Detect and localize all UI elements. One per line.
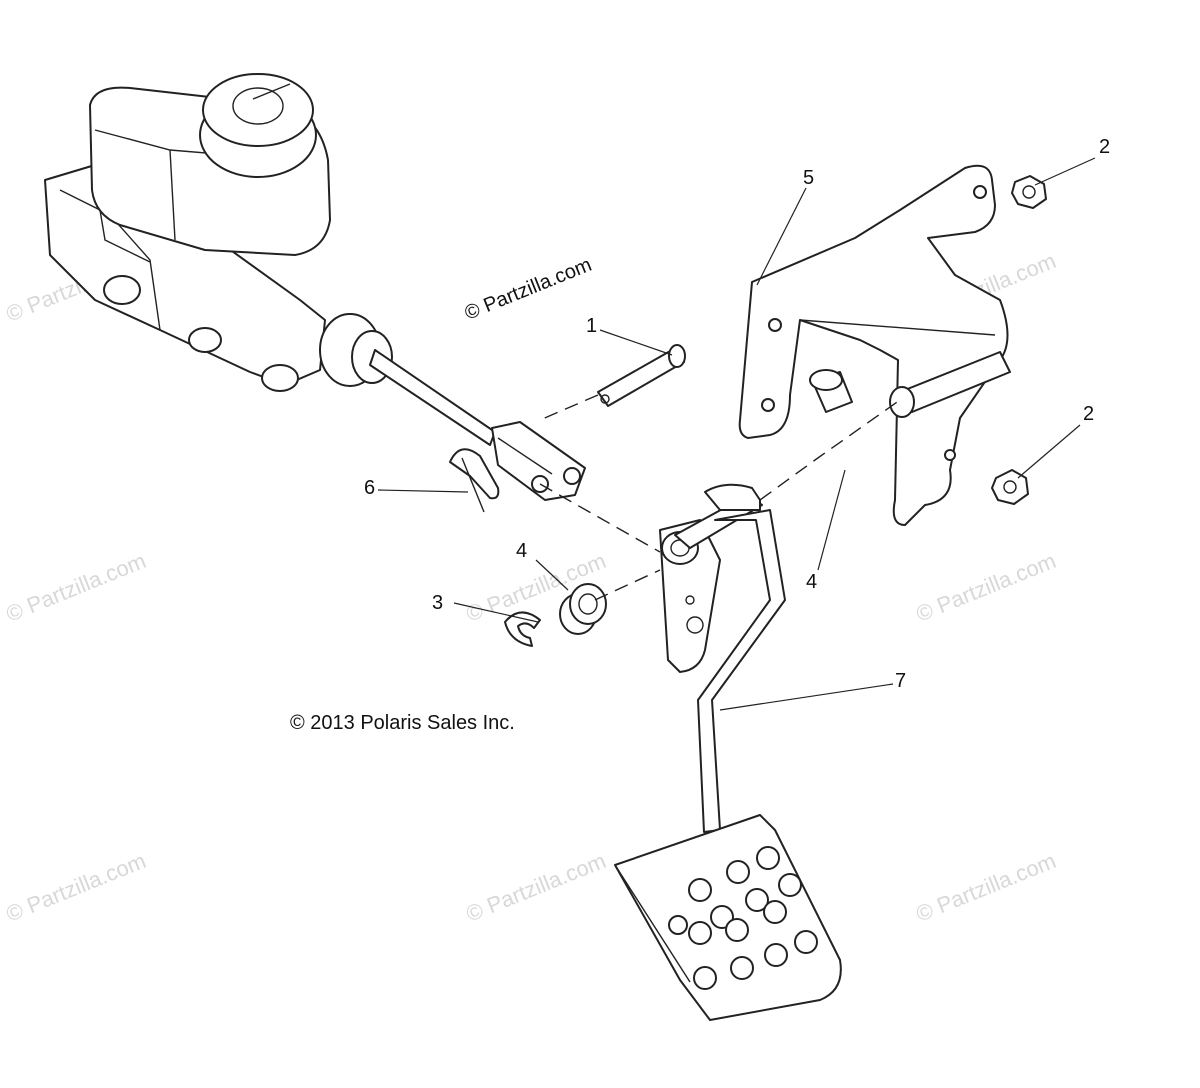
part-2-nut-lower bbox=[991, 469, 1029, 505]
leader-lines bbox=[377, 157, 1096, 711]
part-3-e-clip bbox=[504, 611, 541, 647]
copyright-notice: © 2013 Polaris Sales Inc. bbox=[290, 712, 515, 734]
callout-2-upper: 2 bbox=[1099, 136, 1110, 158]
master-cylinder bbox=[44, 73, 586, 501]
watermark: © Partzilla.com bbox=[3, 848, 150, 927]
callout-1: 1 bbox=[586, 315, 597, 337]
part-4-bushing-left bbox=[559, 583, 607, 635]
part-2-nut-upper bbox=[1011, 175, 1047, 209]
part-1-pin bbox=[597, 344, 686, 407]
watermark: © Partzilla.com bbox=[913, 848, 1060, 927]
pedal-pad-holes bbox=[668, 846, 818, 990]
callout-4-left: 4 bbox=[516, 540, 527, 562]
watermark: © Partzilla.com bbox=[3, 548, 150, 627]
callouts: 1 2 2 3 4 4 5 6 7 bbox=[364, 136, 1110, 692]
watermark: © Partzilla.com bbox=[463, 848, 610, 927]
callout-6: 6 bbox=[364, 477, 375, 499]
callout-5: 5 bbox=[803, 167, 814, 189]
site-mark: © Partzilla.com bbox=[462, 254, 595, 325]
assembly-lines bbox=[539, 394, 901, 601]
part-4-bushing-right bbox=[809, 369, 853, 413]
part-5-bracket bbox=[738, 164, 1011, 526]
part-7-pedal bbox=[614, 483, 842, 1021]
callout-4-right: 4 bbox=[806, 571, 817, 593]
callout-2-lower: 2 bbox=[1083, 403, 1094, 425]
callout-3: 3 bbox=[432, 592, 443, 614]
part-6-cotter-pin bbox=[449, 448, 500, 513]
callout-7: 7 bbox=[895, 670, 906, 692]
watermark: © Partzilla.com bbox=[913, 548, 1060, 627]
